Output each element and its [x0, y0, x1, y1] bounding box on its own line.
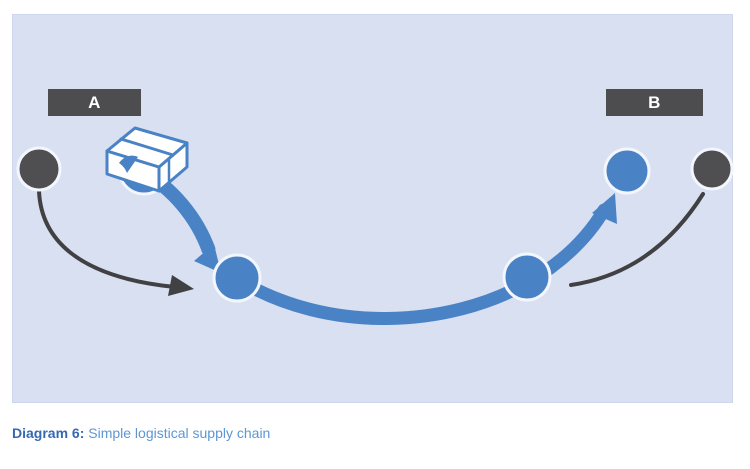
node-destination-gray [690, 147, 734, 191]
package-box-top-seam [119, 137, 175, 157]
node-hub2-blue [502, 252, 552, 302]
caption-text: Simple logistical supply chain [88, 425, 271, 441]
station-label-a: A [48, 89, 141, 116]
arrow-a-to-hub1 [37, 189, 194, 296]
package-box-icon [105, 126, 189, 193]
node-arrival-blue [603, 147, 651, 195]
arrow-hub1-to-destination-head-icon [592, 193, 617, 224]
supply-chain-diagram-panel: A B [12, 14, 734, 403]
supply-chain-diagram-canvas [16, 126, 734, 325]
diagram-caption: Diagram 6: Simple logistical supply chai… [12, 424, 270, 443]
arrow-hub1-to-destination-curve [230, 203, 611, 325]
arrow-a-to-hub1-head-icon [168, 275, 194, 296]
arrow-hub1-to-destination [230, 193, 617, 325]
station-label-b: B [606, 89, 703, 116]
node-hub1-blue [212, 253, 262, 303]
caption-prefix: Diagram 6: [12, 425, 85, 441]
box-logo-glyph-icon [119, 155, 138, 173]
arrow-package-to-hub1-head-icon [194, 244, 221, 273]
station-b-text: B [648, 92, 661, 112]
curve-hub2-to-b [569, 192, 705, 287]
arrow-a-to-hub1-curve [37, 189, 177, 289]
node-origin-gray [16, 146, 62, 192]
station-a-text: A [88, 92, 101, 112]
